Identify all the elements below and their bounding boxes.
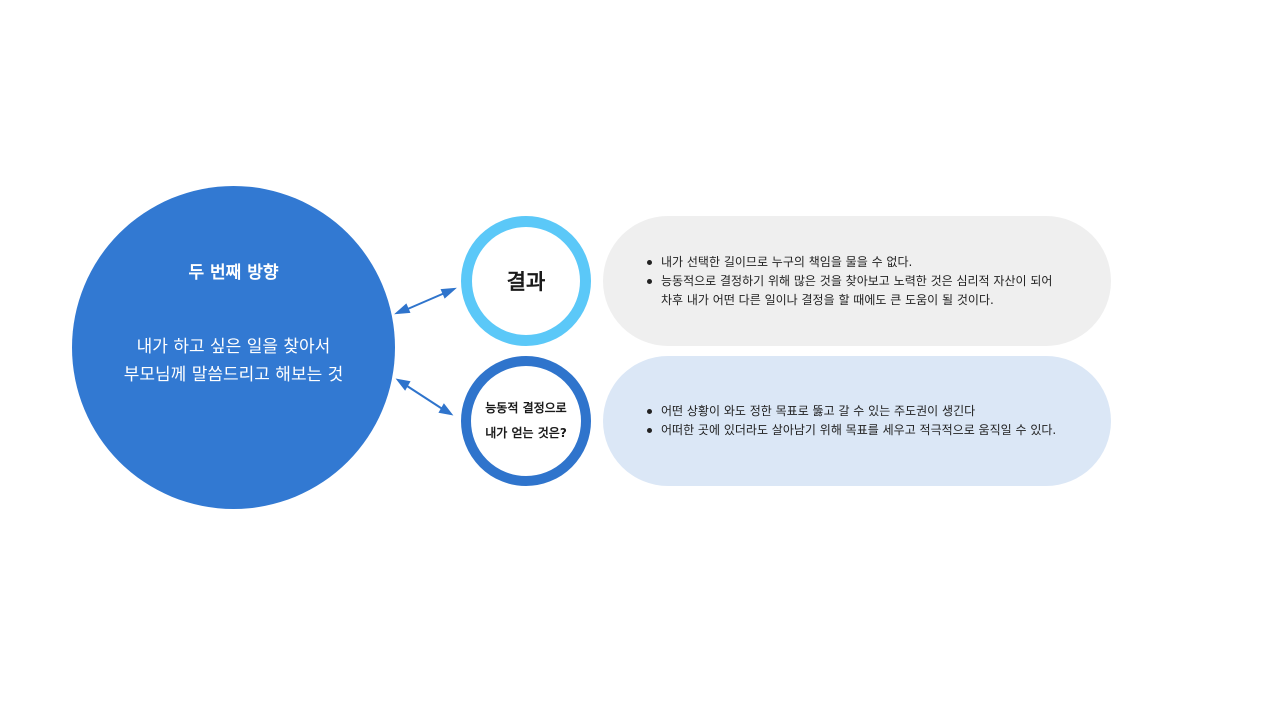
bullet-dot-icon	[647, 409, 652, 414]
result-node: 결과	[461, 216, 591, 346]
list-item-text: 내가 선택한 길이므로 누구의 책임을 물을 수 없다.	[661, 254, 913, 269]
list-item: 어떠한 곳에 있더라도 살아남기 위해 목표를 세우고 적극적으로 움직일 수 …	[647, 421, 1111, 440]
list-item-text: 차후 내가 어떤 다른 일이나 결정을 할 때에도 큰 도움이 될 것이다.	[661, 292, 994, 307]
list-item: 내가 선택한 길이므로 누구의 책임을 물을 수 없다.	[647, 253, 1111, 272]
result-detail-box: 내가 선택한 길이므로 누구의 책임을 물을 수 없다. 능동적으로 결정하기 …	[603, 216, 1111, 346]
center-line-1: 내가 하고 싶은 일을 찾아서	[136, 337, 331, 357]
center-line-2: 부모님께 말씀드리고 해보는 것	[123, 365, 344, 385]
result-bullet-list: 내가 선택한 길이므로 누구의 책임을 물을 수 없다. 능동적으로 결정하기 …	[647, 253, 1111, 310]
bullet-dot-icon	[647, 428, 652, 433]
list-item: 어떤 상황이 와도 정한 목표로 뚫고 갈 수 있는 주도권이 생긴다	[647, 402, 1111, 421]
bullet-dot-icon	[647, 278, 652, 284]
center-heading: 두 번째 방향	[188, 263, 279, 283]
arrowhead-left-1	[394, 303, 411, 315]
gain-label-line-2: 내가 얻는 것은?	[485, 426, 567, 440]
result-label: 결과	[506, 270, 546, 294]
gain-node: 능동적 결정으로 내가 얻는 것은?	[461, 356, 591, 486]
bullet-dot-icon	[647, 259, 652, 265]
gain-bullet-list: 어떤 상황이 와도 정한 목표로 뚫고 갈 수 있는 주도권이 생긴다 어떠한 …	[647, 402, 1111, 440]
gain-label-line-1: 능동적 결정으로	[485, 401, 567, 415]
arrow-to-gain	[403, 383, 445, 411]
gain-detail-box: 어떤 상황이 와도 정한 목표로 뚫고 갈 수 있는 주도권이 생긴다 어떠한 …	[603, 356, 1111, 486]
arrow-to-result	[402, 291, 448, 312]
arrowhead-right-1	[440, 287, 457, 299]
list-item-continuation: 차후 내가 어떤 다른 일이나 결정을 할 때에도 큰 도움이 될 것이다.	[647, 291, 1111, 310]
arrowhead-right-2	[438, 403, 454, 416]
arrowhead-left-2	[395, 378, 411, 391]
list-item-text: 능동적으로 결정하기 위해 많은 것을 찾아보고 노력한 것은 심리적 자산이 …	[661, 273, 1053, 288]
list-item: 능동적으로 결정하기 위해 많은 것을 찾아보고 노력한 것은 심리적 자산이 …	[647, 272, 1111, 291]
list-item-text: 어떤 상황이 와도 정한 목표로 뚫고 갈 수 있는 주도권이 생긴다	[661, 404, 976, 418]
list-item-text: 어떠한 곳에 있더라도 살아남기 위해 목표를 세우고 적극적으로 움직일 수 …	[661, 423, 1057, 437]
center-circle: 두 번째 방향 내가 하고 싶은 일을 찾아서 부모님께 말씀드리고 해보는 것	[72, 186, 395, 509]
